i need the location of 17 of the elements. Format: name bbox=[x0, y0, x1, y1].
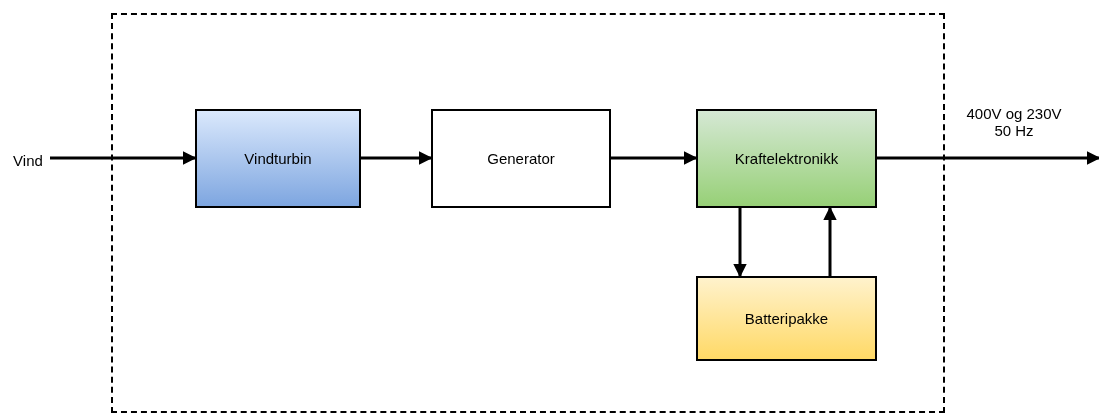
arrow bbox=[823, 206, 837, 276]
box-label: Batteripakke bbox=[744, 310, 829, 327]
arrow bbox=[50, 151, 197, 165]
arrow bbox=[361, 151, 433, 165]
process-box bbox=[696, 276, 877, 361]
input-label: Vind bbox=[13, 151, 43, 169]
box-label: Vindturbin bbox=[244, 150, 312, 167]
arrow bbox=[611, 151, 698, 165]
arrow bbox=[877, 151, 1099, 165]
process-box bbox=[195, 109, 361, 208]
box-label: Kraftelektronikk bbox=[734, 150, 839, 167]
edge-label: 400V og 230V 50 Hz bbox=[965, 105, 1063, 139]
boundary-box bbox=[111, 13, 945, 413]
box-label: Generator bbox=[487, 150, 555, 167]
process-box bbox=[431, 109, 611, 208]
process-box bbox=[696, 109, 877, 208]
arrow bbox=[733, 208, 747, 278]
